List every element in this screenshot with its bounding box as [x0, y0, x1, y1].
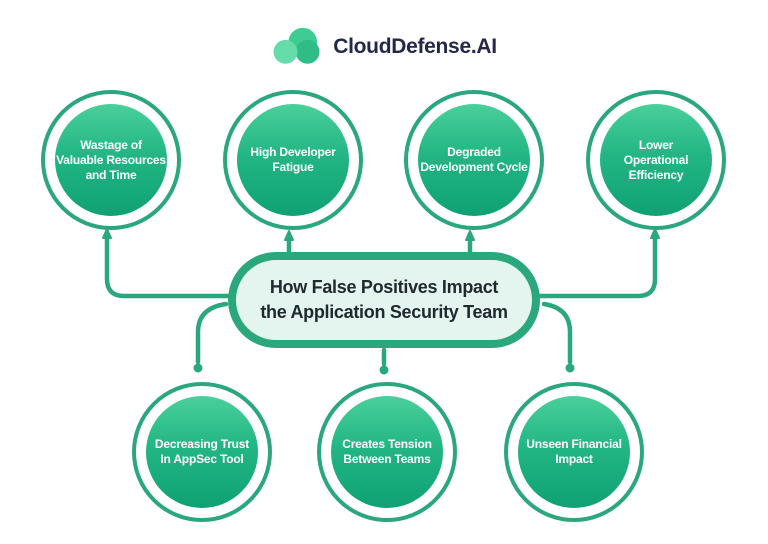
impact-node-label: Unseen Financial Impact	[526, 437, 622, 466]
impact-node-label: High Developer Fatigue	[250, 145, 336, 174]
impact-node-label: Degraded Development Cycle	[420, 145, 528, 174]
connector-wastage	[104, 235, 231, 299]
dot-tip-trust	[193, 363, 203, 373]
cloud-logo-icon	[273, 27, 320, 64]
impact-node-degraded-cycle: Degraded Development Cycle	[404, 90, 544, 230]
dot-tip-financial	[565, 363, 575, 373]
impact-node-label: Wastage of Valuable Resources and Time	[56, 137, 166, 182]
impact-node-wastage-fill: Wastage of Valuable Resources and Time	[55, 104, 167, 216]
dot-tip-tension	[379, 365, 389, 375]
impact-node-financial-impact-fill: Unseen Financial Impact	[518, 396, 630, 508]
impact-node-decreasing-trust: Decreasing Trust In AppSec Tool	[132, 382, 272, 522]
impact-node-degraded-cycle-fill: Degraded Development Cycle	[418, 104, 530, 216]
central-title-pill: How False Positives Impact the Applicati…	[228, 252, 540, 348]
impact-node-wastage: Wastage of Valuable Resources and Time	[41, 90, 181, 230]
arrowhead-up-efficiency	[650, 228, 660, 239]
impact-node-lower-efficiency-fill: Lower Operational Efficiency	[600, 104, 712, 216]
connector-trust	[195, 301, 229, 365]
impact-node-team-tension-fill: Creates Tension Between Teams	[331, 396, 443, 508]
impact-node-lower-efficiency: Lower Operational Efficiency	[586, 90, 726, 230]
diagram-title: How False Positives Impact the Applicati…	[260, 277, 508, 322]
brand-logo: CloudDefense.AI	[0, 24, 768, 70]
impact-node-team-tension: Creates Tension Between Teams	[317, 382, 457, 522]
connector-efficiency	[537, 235, 658, 299]
impact-node-label: Lower Operational Efficiency	[623, 137, 689, 182]
impact-node-label: Decreasing Trust In AppSec Tool	[154, 437, 250, 466]
brand-name: CloudDefense.AI	[333, 35, 497, 58]
impact-node-decreasing-trust-fill: Decreasing Trust In AppSec Tool	[146, 396, 258, 508]
arrowhead-up-wastage	[102, 228, 112, 239]
arrowhead-up-fatigue	[284, 230, 294, 241]
impact-node-label: Creates Tension Between Teams	[342, 437, 432, 466]
impact-node-developer-fatigue-fill: High Developer Fatigue	[237, 104, 349, 216]
arrowhead-up-degraded	[465, 230, 475, 241]
impact-node-financial-impact: Unseen Financial Impact	[504, 382, 644, 522]
impact-node-developer-fatigue: High Developer Fatigue	[223, 90, 363, 230]
connector-financial	[541, 301, 573, 365]
